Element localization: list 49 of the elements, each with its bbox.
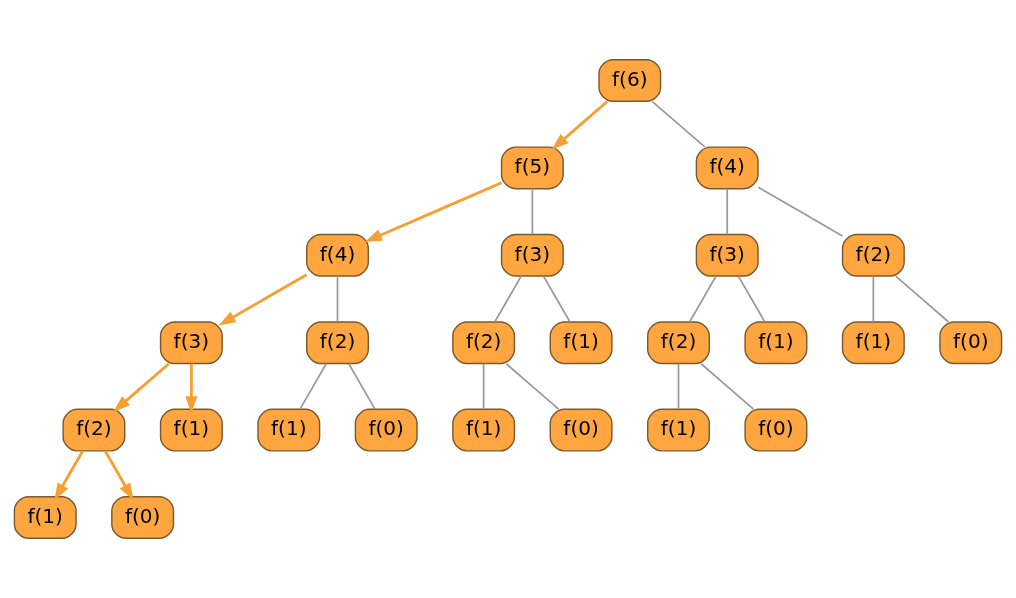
connector [494, 275, 522, 323]
arrow [218, 273, 308, 326]
node-box: f(1) [646, 408, 710, 452]
arrow [551, 100, 609, 150]
connector [542, 275, 571, 323]
node-box: f(4) [306, 233, 370, 277]
node-box: f(3) [159, 321, 223, 365]
node-box: f(0) [939, 321, 1003, 365]
node-box: f(6) [598, 59, 662, 102]
connector [482, 362, 485, 411]
connector [677, 362, 680, 411]
node-box: f(1) [159, 408, 223, 452]
connector [872, 275, 875, 323]
node-box: f(2) [452, 321, 516, 365]
node-box: f(1) [549, 321, 613, 365]
node-box: f(3) [695, 233, 759, 277]
node-box: f(0) [111, 496, 175, 539]
connector [336, 275, 339, 323]
node-box: f(0) [744, 408, 808, 452]
arrow [364, 181, 503, 242]
arrow [113, 362, 170, 412]
node-box: f(1) [452, 408, 516, 452]
node-box: f(3) [500, 233, 564, 277]
connector [726, 188, 729, 236]
node-box: f(2) [841, 233, 905, 277]
node-box: f(2) [646, 321, 710, 365]
arrow [54, 450, 84, 501]
node-box: f(0) [549, 408, 613, 452]
connector [737, 275, 766, 323]
node-box: f(1) [257, 408, 321, 452]
connector [688, 275, 717, 323]
connector [505, 362, 560, 411]
node-box: f(1) [13, 496, 77, 539]
connector [757, 186, 844, 237]
node-box: f(4) [695, 146, 759, 190]
connector [700, 362, 755, 411]
connector [651, 100, 706, 148]
node-box: f(1) [841, 321, 905, 365]
node-box: f(1) [744, 321, 808, 365]
node-box: f(0) [354, 408, 418, 452]
node-box: f(5) [500, 146, 564, 190]
connector [347, 362, 376, 411]
arrow [185, 363, 198, 414]
connector [299, 362, 328, 411]
node-box: f(2) [62, 408, 126, 452]
connector [531, 188, 534, 236]
connector [895, 275, 950, 323]
node-box: f(2) [306, 321, 370, 365]
arrow [104, 450, 134, 501]
